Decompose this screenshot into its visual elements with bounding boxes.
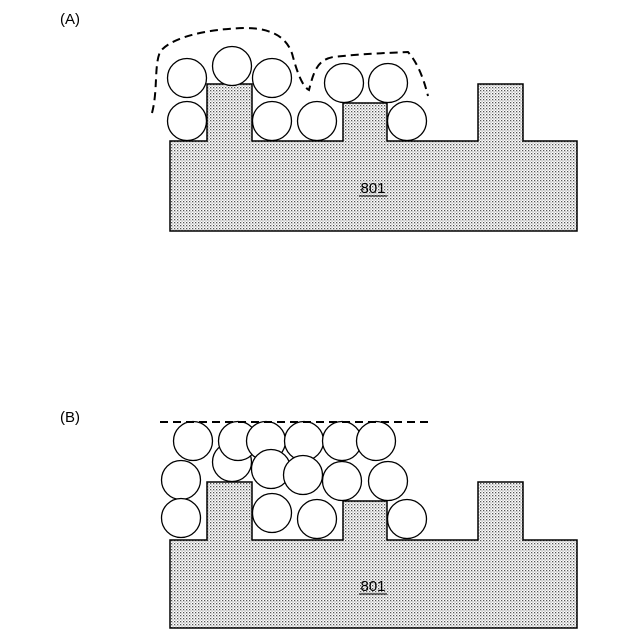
panel-b-ref-numeral: 801 — [360, 578, 385, 595]
particle — [162, 499, 201, 538]
panel-a-label: (A) — [60, 11, 80, 28]
panel-a-substrate — [170, 84, 577, 231]
particle — [168, 59, 207, 98]
panel-a: (A) 801 — [60, 11, 577, 231]
particle — [174, 422, 213, 461]
particle — [323, 462, 362, 501]
particle — [369, 64, 408, 103]
particle — [285, 422, 324, 461]
particle — [298, 500, 337, 539]
particle — [213, 47, 252, 86]
panel-b-reference: 801 — [359, 578, 387, 595]
particle — [253, 59, 292, 98]
particle — [357, 422, 396, 461]
particle — [284, 456, 323, 495]
particle — [253, 102, 292, 141]
particle — [388, 102, 427, 141]
particle — [298, 102, 337, 141]
particle — [323, 422, 362, 461]
particle — [162, 461, 201, 500]
panel-a-reference: 801 — [359, 180, 387, 197]
particle — [325, 64, 364, 103]
particle — [388, 500, 427, 539]
panel-b-label: (B) — [60, 409, 80, 426]
panel-b-substrate — [170, 482, 577, 628]
particle — [369, 462, 408, 501]
particle — [168, 102, 207, 141]
particle — [253, 494, 292, 533]
panel-a-ref-numeral: 801 — [360, 180, 385, 197]
panel-b: (B) 801 — [60, 409, 577, 628]
